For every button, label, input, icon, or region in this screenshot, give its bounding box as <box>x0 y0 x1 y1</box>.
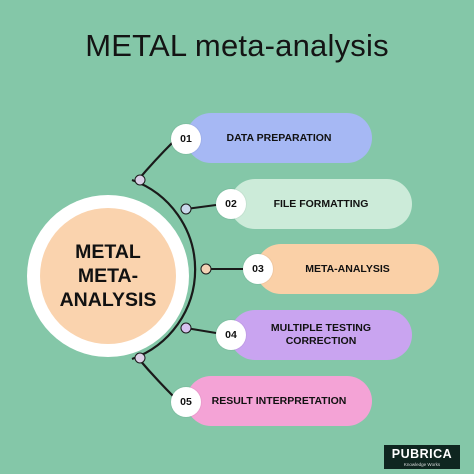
step-label: RESULT INTERPRETATION <box>211 394 347 407</box>
arc-dot <box>180 203 192 215</box>
arc-dot <box>134 352 146 364</box>
arc-dot <box>134 174 146 186</box>
step-number-badge: 04 <box>216 320 246 350</box>
page-title: METAL meta-analysis <box>85 28 389 63</box>
pubrica-logo: PUBRICA Knowledge Works <box>384 445 460 469</box>
step-number: 05 <box>180 396 192 408</box>
arc-line <box>131 178 197 361</box>
branch-line-bottom <box>137 357 175 398</box>
step-label: MULTIPLE TESTING CORRECTION <box>270 322 372 347</box>
step-number: 03 <box>252 263 264 275</box>
step-label: FILE FORMATTING <box>273 197 369 210</box>
arc-dot <box>200 263 212 275</box>
step-pill-04: MULTIPLE TESTING CORRECTION <box>230 310 412 360</box>
center-label: METAL META- ANALYSIS <box>59 241 157 311</box>
logo-tagline: Knowledge Works <box>403 462 441 467</box>
step-pill-01: DATA PREPARATION <box>186 113 372 163</box>
step-number: 02 <box>225 198 237 210</box>
arc-dot <box>180 322 192 334</box>
step-label: META-ANALYSIS <box>305 262 390 275</box>
step-number: 01 <box>180 133 192 145</box>
step-number: 04 <box>225 329 237 341</box>
step-pill-02: FILE FORMATTING <box>230 179 412 229</box>
step-number-badge: 01 <box>171 124 201 154</box>
step-label: DATA PREPARATION <box>226 131 332 144</box>
step-number-badge: 02 <box>216 189 246 219</box>
center-circle: METAL META- ANALYSIS <box>40 208 176 344</box>
step-pill-03: META-ANALYSIS <box>256 244 439 294</box>
branch-line-top <box>137 140 175 181</box>
logo-brand: PUBRICA <box>391 447 453 461</box>
step-number-badge: 05 <box>171 387 201 417</box>
step-number-badge: 03 <box>243 254 273 284</box>
step-pill-05: RESULT INTERPRETATION <box>186 376 372 426</box>
